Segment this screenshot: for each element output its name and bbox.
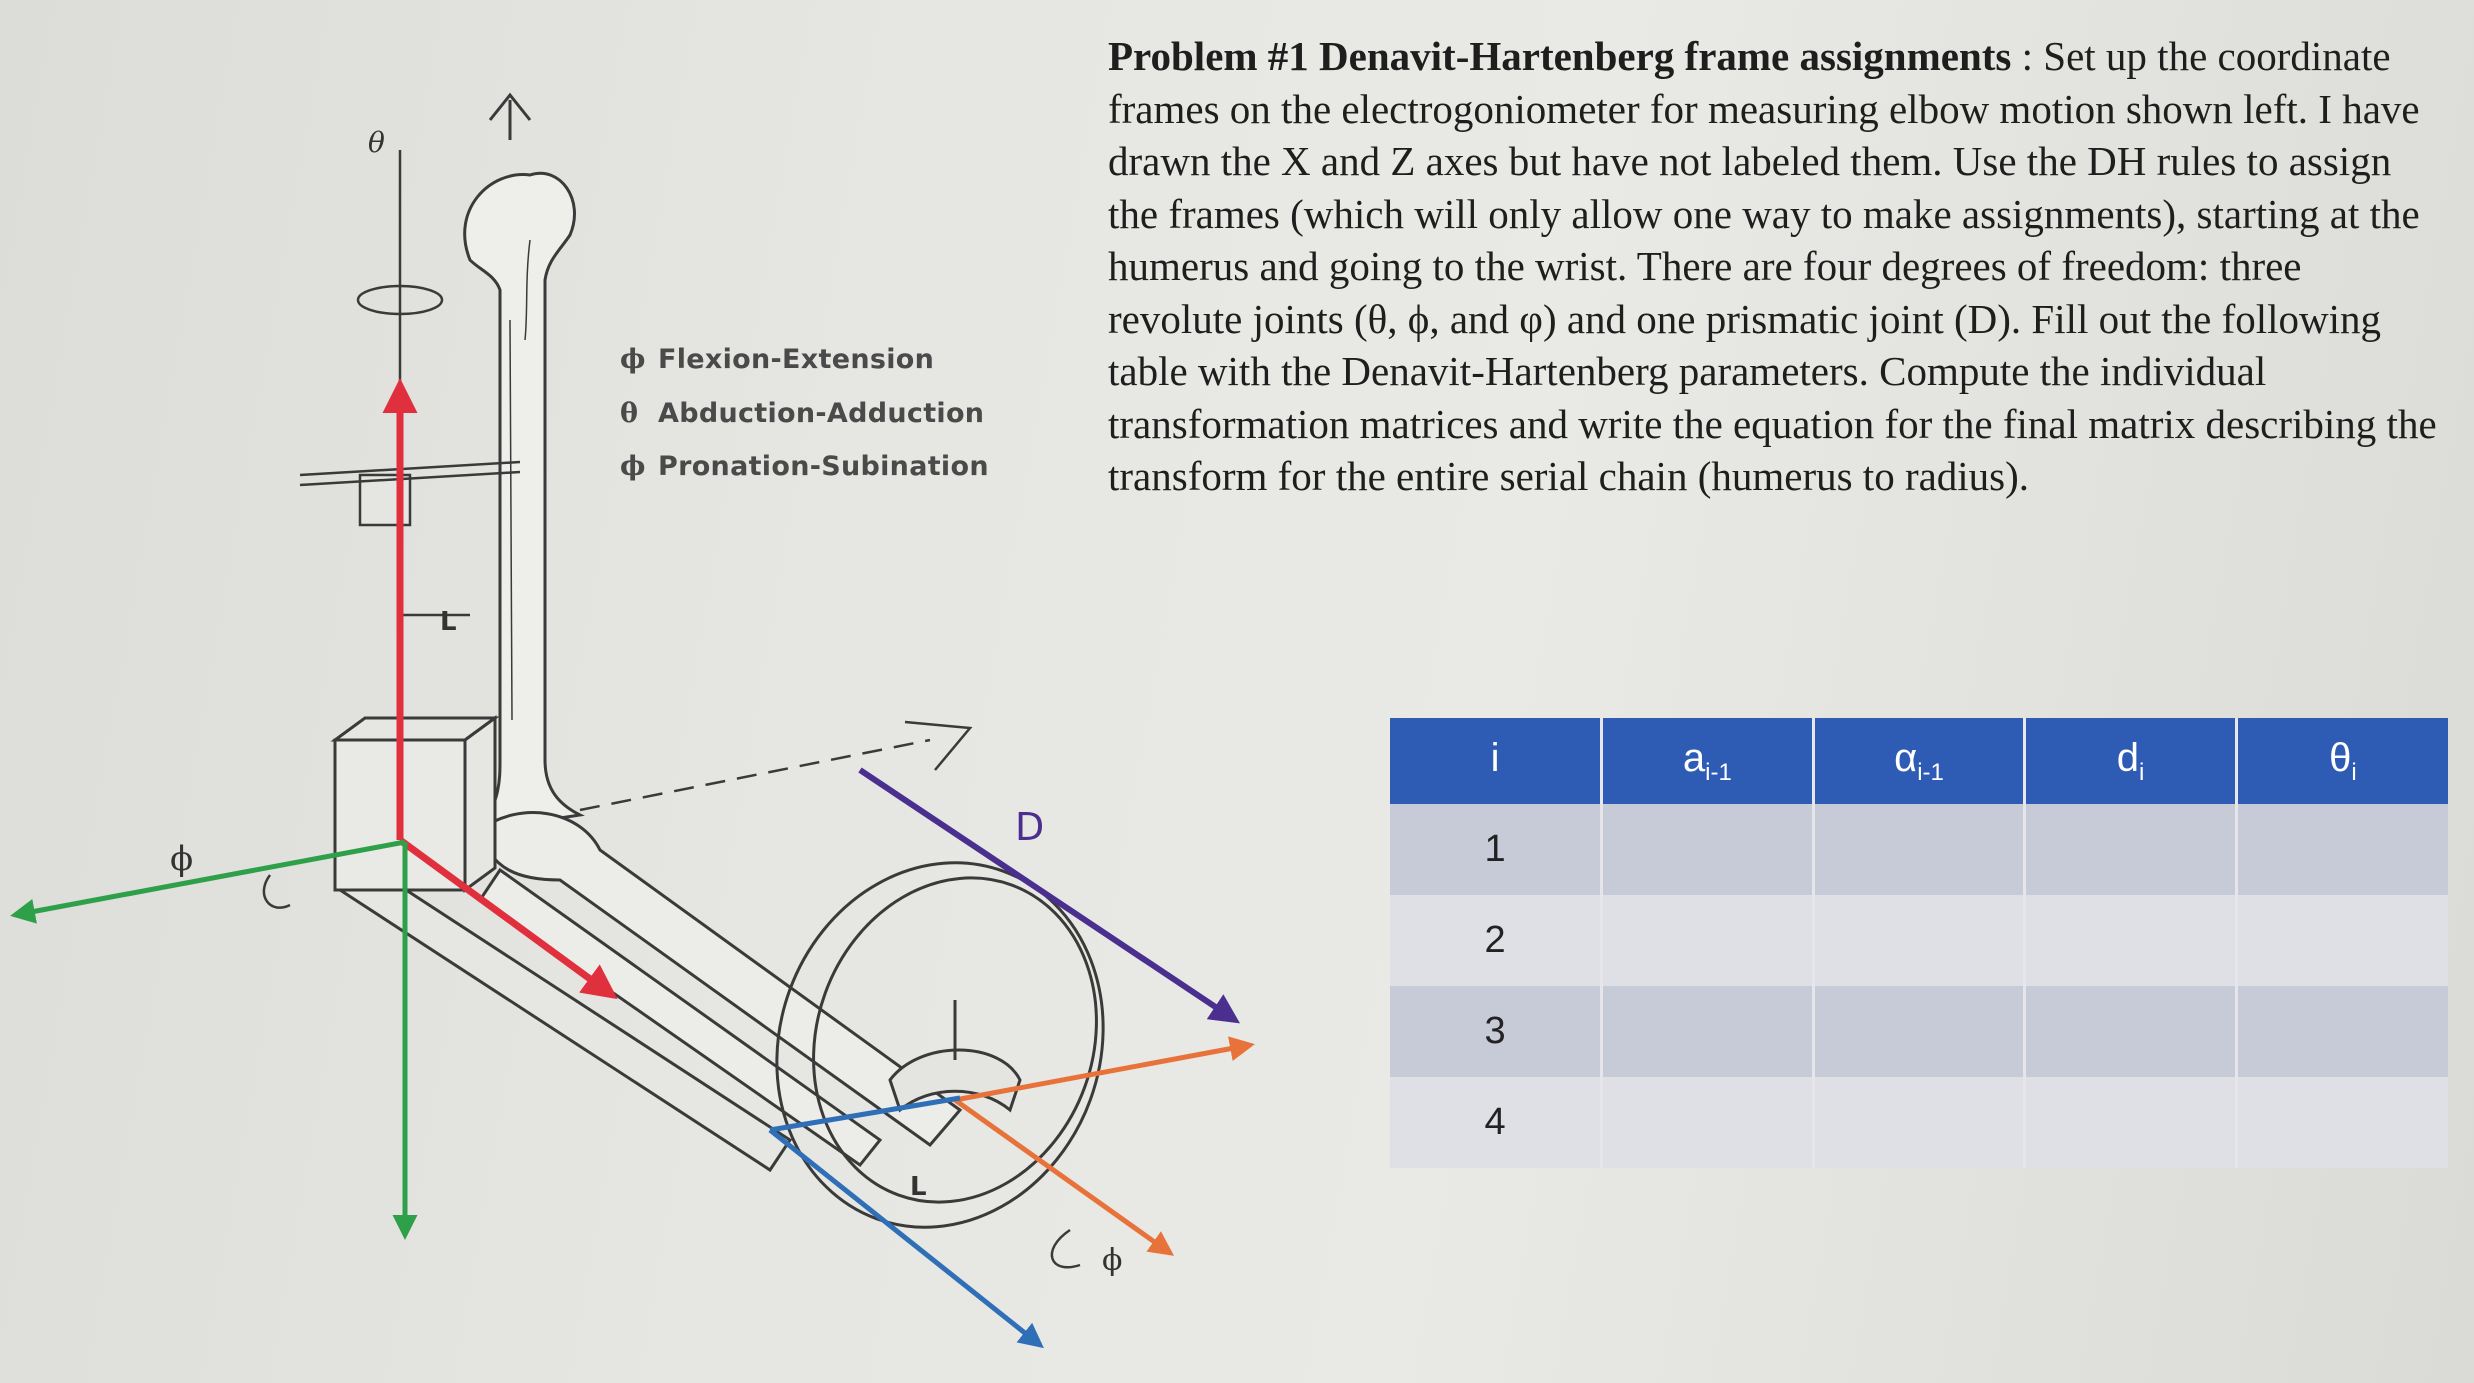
label-phi-bottom: ϕ — [1102, 1243, 1122, 1278]
header-theta: θi — [2236, 718, 2448, 804]
cell-alpha[interactable] — [1813, 1077, 2027, 1168]
orange-axis-horizontal — [954, 1036, 1255, 1103]
cell-a[interactable] — [1601, 1077, 1815, 1168]
blue-axis-diagonal — [768, 1128, 1044, 1349]
cell-d[interactable] — [2024, 1077, 2238, 1168]
problem-title: Problem #1 Denavit-Hartenberg frame assi… — [1108, 33, 2012, 79]
cell-i: 4 — [1390, 1077, 1604, 1168]
legend-symbol: θ — [620, 398, 639, 429]
orange-axis-diagonal — [953, 1097, 1175, 1256]
dashed-guide-arrowhead — [904, 720, 973, 771]
legend-item-pronation: ϕ Pronation-Subination — [620, 451, 989, 482]
legend-item-flexion: ϕ Flexion-Extension — [620, 344, 934, 375]
cell-d[interactable] — [2024, 986, 2238, 1077]
purple-axis-D — [858, 767, 1240, 1024]
dashed-guide — [579, 738, 931, 812]
label-L-upper: L — [440, 607, 457, 637]
up-arrow — [488, 92, 532, 140]
cell-d[interactable] — [2024, 895, 2238, 986]
legend-symbol: ϕ — [620, 344, 646, 375]
green-axis-horizontal — [10, 839, 406, 924]
rotation-arc-left — [262, 874, 291, 909]
legend-label: Pronation-Subination — [658, 451, 989, 482]
dh-parameter-table: i ai-1 αi-1 di θi 1 2 3 — [1390, 718, 2448, 1168]
table-row: 4 — [1390, 1077, 2448, 1168]
cell-i: 3 — [1390, 986, 1604, 1077]
cell-a[interactable] — [1601, 986, 1815, 1077]
table-row: 1 — [1390, 804, 2448, 895]
problem-body: Set up the coordinate frames on the elec… — [1108, 33, 2437, 499]
cell-d[interactable] — [2024, 804, 2238, 895]
problem-separator: : — [2011, 33, 2044, 79]
goniometer-rail — [330, 715, 793, 1173]
problem-statement: Problem #1 Denavit-Hartenberg frame assi… — [1108, 30, 2438, 503]
humerus-bone — [463, 171, 585, 832]
cell-i: 2 — [1390, 895, 1604, 986]
cell-a[interactable] — [1601, 804, 1815, 895]
legend-item-abduction: θ Abduction-Adduction — [620, 398, 984, 429]
legend-label: Abduction-Adduction — [658, 398, 985, 429]
electrogoniometer-figure: θ ϕ ϕ L L D — [10, 92, 1255, 1349]
header-d: di — [2024, 718, 2238, 804]
cell-theta[interactable] — [2236, 804, 2448, 895]
table-header-row: i ai-1 αi-1 di θi — [1390, 718, 2448, 804]
cell-theta[interactable] — [2236, 895, 2448, 986]
legend-label: Flexion-Extension — [658, 344, 935, 375]
cell-alpha[interactable] — [1813, 804, 2027, 895]
label-theta-top: θ — [368, 126, 385, 159]
cell-theta[interactable] — [2236, 986, 2448, 1077]
label-D: D — [1015, 805, 1044, 849]
table-row: 2 — [1390, 895, 2448, 986]
header-a: ai-1 — [1601, 718, 1815, 804]
cell-theta[interactable] — [2236, 1077, 2448, 1168]
red-axis-diagonal — [397, 837, 618, 1000]
legend-symbol: ϕ — [620, 451, 646, 482]
header-alpha: αi-1 — [1813, 718, 2027, 804]
blue-axis-horizontal — [769, 1095, 961, 1133]
table-row: 3 — [1390, 986, 2448, 1077]
cell-a[interactable] — [1601, 895, 1815, 986]
header-i: i — [1390, 718, 1604, 804]
cell-i: 1 — [1390, 804, 1604, 895]
rotation-arc-bottom — [1050, 1228, 1081, 1269]
label-phi-left: ϕ — [170, 839, 193, 879]
cell-alpha[interactable] — [1813, 895, 2027, 986]
label-L-lower: L — [910, 1172, 927, 1202]
cell-alpha[interactable] — [1813, 986, 2027, 1077]
